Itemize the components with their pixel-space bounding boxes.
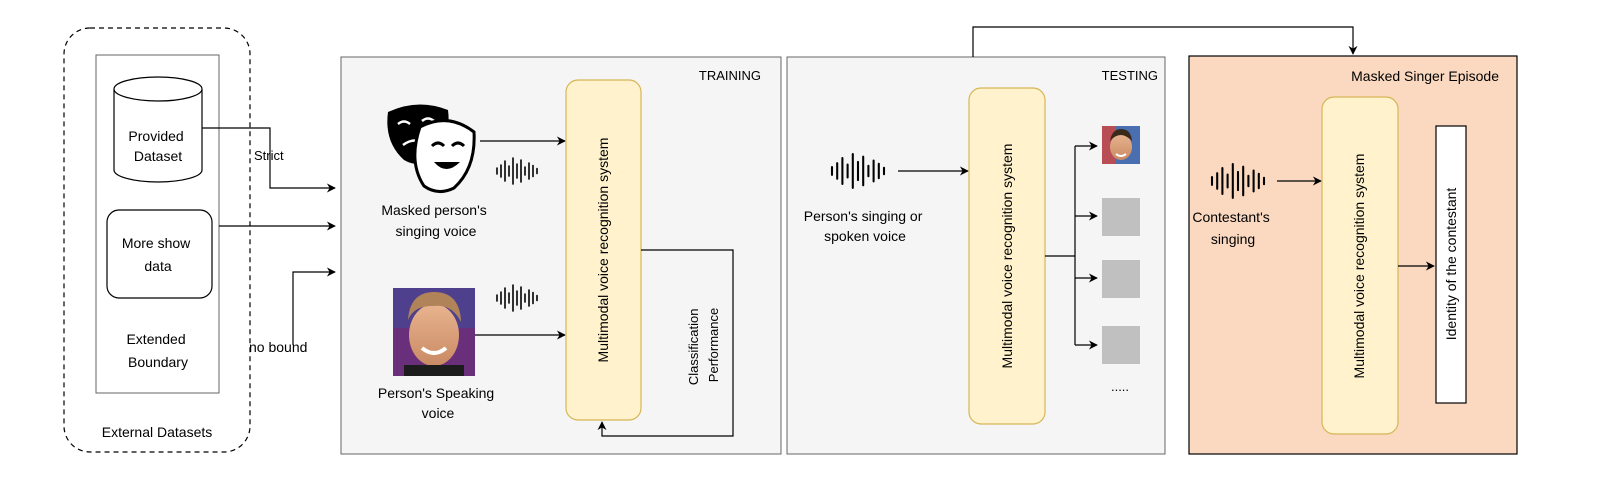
identity-output-box — [1435, 125, 1467, 404]
candidate-placeholder — [1102, 326, 1140, 364]
masked-singer-episode-panel: Masked Singer Episode Contestant's singi… — [1188, 55, 1518, 455]
classification-performance-label: Classification Performance — [686, 305, 721, 385]
episode-system-label: Multimodal voice recognition system — [1351, 154, 1367, 379]
testing-system-label: Multimodal voice recognition system — [999, 144, 1015, 369]
testing-output-connectors — [1045, 141, 1098, 350]
waveform-icon — [1210, 163, 1266, 199]
masked-voice-label: Masked person's singing voice — [381, 202, 490, 239]
training-panel: TRAINING Masked person's singing voice — [340, 56, 782, 455]
identity-output-label: Identity of the contestant — [1443, 188, 1459, 341]
extended-boundary-label: Extended Boundary — [126, 331, 189, 370]
strict-label: Strict — [254, 148, 284, 163]
dataset-connectors — [202, 127, 336, 345]
waveform-icon — [496, 157, 538, 185]
provided-dataset-label: Provided Dataset — [128, 128, 187, 164]
waveform-icon — [496, 284, 538, 312]
no-bound-label: no bound — [249, 339, 307, 355]
strict-connector — [202, 127, 336, 193]
external-datasets-boundary — [63, 27, 251, 453]
external-datasets-group: Provided Dataset More show data Extended… — [63, 27, 251, 453]
contestant-singing-label: Contestant's singing — [1192, 209, 1273, 247]
testing-title: TESTING — [1102, 68, 1158, 83]
speaking-voice-label: Person's Speaking voice — [378, 385, 498, 421]
testing-to-episode-connector — [972, 26, 1358, 57]
more-candidates-ellipsis: ..... — [1111, 379, 1129, 394]
no-bound-connector — [292, 267, 336, 345]
speaker-photo — [393, 288, 475, 376]
testing-panel: TESTING Person's singing or spoken voice… — [786, 56, 1166, 455]
more-show-data-box — [106, 209, 213, 299]
candidate-placeholder — [1102, 198, 1140, 236]
waveform-icon — [830, 153, 886, 189]
feedback-loop — [597, 249, 734, 437]
database-icon — [113, 76, 203, 183]
identified-person-thumbnail — [1102, 126, 1140, 164]
episode-title: Masked Singer Episode — [1351, 68, 1499, 84]
more-show-data-label: More show data — [122, 235, 194, 274]
candidate-placeholder — [1102, 260, 1140, 298]
training-title: TRAINING — [699, 68, 761, 83]
theater-masks-icon — [387, 104, 476, 193]
testing-input-label: Person's singing or spoken voice — [804, 208, 927, 244]
external-datasets-title: External Datasets — [102, 424, 213, 440]
training-system-label: Multimodal voice recognition system — [595, 138, 611, 363]
